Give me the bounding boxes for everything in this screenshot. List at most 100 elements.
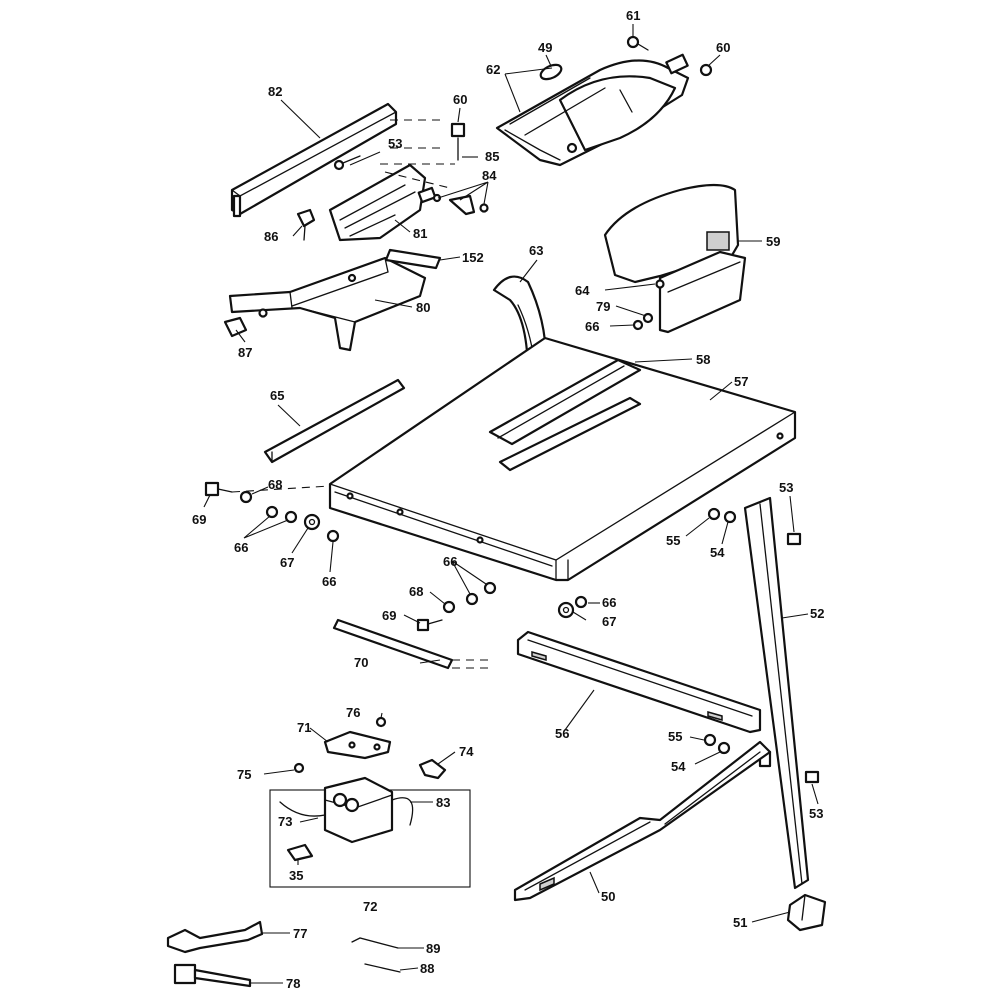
callout-54: 54 [710, 545, 725, 560]
slider-part-152 [384, 248, 442, 270]
callout-85: 85 [485, 149, 499, 164]
callout-69: 69 [382, 608, 396, 623]
callout-61: 61 [626, 8, 640, 23]
callout-57: 57 [734, 374, 748, 389]
callout-68: 68 [268, 477, 282, 492]
callout-71: 71 [297, 720, 311, 735]
hex-key-part-89 [351, 937, 399, 949]
callout-72: 72 [363, 899, 377, 914]
callout-63: 63 [529, 243, 543, 258]
bolt-part-53-right-bottom [804, 770, 820, 784]
callout-62: 62 [486, 62, 500, 77]
callout-86: 86 [264, 229, 278, 244]
cross-brace-part-56 [516, 630, 762, 734]
callout-66: 66 [322, 574, 336, 589]
nut-part-66-cover [632, 319, 644, 331]
cable-part-73 [279, 801, 326, 817]
callout-59: 59 [766, 234, 780, 249]
bolt-part-69-center [416, 618, 443, 632]
nut-part-66-center-b [574, 595, 588, 609]
washer-part-68-center [442, 600, 456, 614]
callout-60: 60 [716, 40, 730, 55]
parts-84-group [417, 186, 489, 216]
callout-53: 53 [388, 136, 402, 151]
knob-part-86 [296, 208, 316, 241]
washer-part-67-left [303, 513, 321, 531]
knob-part-87 [223, 316, 248, 338]
callout-60: 60 [453, 92, 467, 107]
screw-part-75 [293, 762, 305, 774]
cross-brace-part-50 [513, 740, 772, 902]
callout-88: 88 [420, 961, 434, 976]
bracket-part-81 [328, 163, 427, 242]
bracket-part-71 [323, 730, 392, 760]
callout-80: 80 [416, 300, 430, 315]
clamp-part-74 [418, 758, 447, 780]
callout-53: 53 [809, 806, 823, 821]
callout-52: 52 [810, 606, 824, 621]
washer-part-55-bottom [703, 733, 717, 747]
callout-79: 79 [596, 299, 610, 314]
screw-part-61 [626, 35, 649, 51]
callout-68: 68 [409, 584, 423, 599]
callout-78: 78 [286, 976, 300, 991]
callout-82: 82 [268, 84, 282, 99]
motor-cover-part-59 [603, 183, 747, 334]
table-insert-part-58 [488, 358, 642, 472]
nuts-part-66-left [265, 505, 298, 524]
bar-part-70 [332, 618, 490, 670]
foot-part-51 [786, 893, 827, 932]
callout-64: 64 [575, 283, 590, 298]
bolt-part-69-left [204, 481, 233, 497]
callout-77: 77 [293, 926, 307, 941]
callout-66: 66 [585, 319, 599, 334]
terminal-part-35 [286, 843, 314, 862]
table-top-part-57 [328, 336, 797, 582]
callout-54: 54 [671, 759, 686, 774]
washer-part-68-left [239, 490, 253, 504]
blade-guard-part-62 [495, 53, 690, 167]
bolt-part-53-right-top [786, 532, 802, 546]
fence-rail-part-82 [230, 102, 398, 218]
wrench-part-77 [166, 920, 264, 954]
callout-55: 55 [668, 729, 682, 744]
nut-part-60-mid [450, 122, 466, 161]
callout-51: 51 [733, 915, 747, 930]
washer-part-54-bottom [717, 741, 731, 755]
nuts-part-66-center [465, 581, 497, 606]
washer-part-67-center [557, 601, 575, 619]
callout-89: 89 [426, 941, 440, 956]
callout-49: 49 [538, 40, 552, 55]
callout-labels: 61 60 49 62 82 60 53 85 84 86 81 152 59 … [192, 8, 824, 991]
callout-58: 58 [696, 352, 710, 367]
callout-83: 83 [436, 795, 450, 810]
callout-76: 76 [346, 705, 360, 720]
callout-66: 66 [443, 554, 457, 569]
callout-152: 152 [462, 250, 484, 265]
screw-part-76 [375, 716, 387, 728]
callout-35: 35 [289, 868, 303, 883]
callout-65: 65 [270, 388, 284, 403]
callout-81: 81 [413, 226, 427, 241]
leader-lines [203, 24, 819, 984]
nut-part-60-top [699, 63, 713, 77]
switch-box-part-83 [323, 776, 414, 844]
callout-66: 66 [234, 540, 248, 555]
callout-73: 73 [278, 814, 292, 829]
bolt-part-53-top [333, 155, 361, 171]
callout-56: 56 [555, 726, 569, 741]
callout-69: 69 [192, 512, 206, 527]
washer-part-54-top [723, 510, 737, 524]
washer-part-55-top [707, 507, 721, 521]
bar-part-65 [263, 378, 406, 464]
callout-87: 87 [238, 345, 252, 360]
nut-part-66-left-b [326, 529, 340, 543]
fence-carriage-part-80 [228, 256, 427, 352]
callout-70: 70 [354, 655, 368, 670]
callout-55: 55 [666, 533, 680, 548]
callout-67: 67 [280, 555, 294, 570]
leg-part-52 [743, 496, 810, 890]
callout-67: 67 [602, 614, 616, 629]
callout-74: 74 [459, 744, 474, 759]
